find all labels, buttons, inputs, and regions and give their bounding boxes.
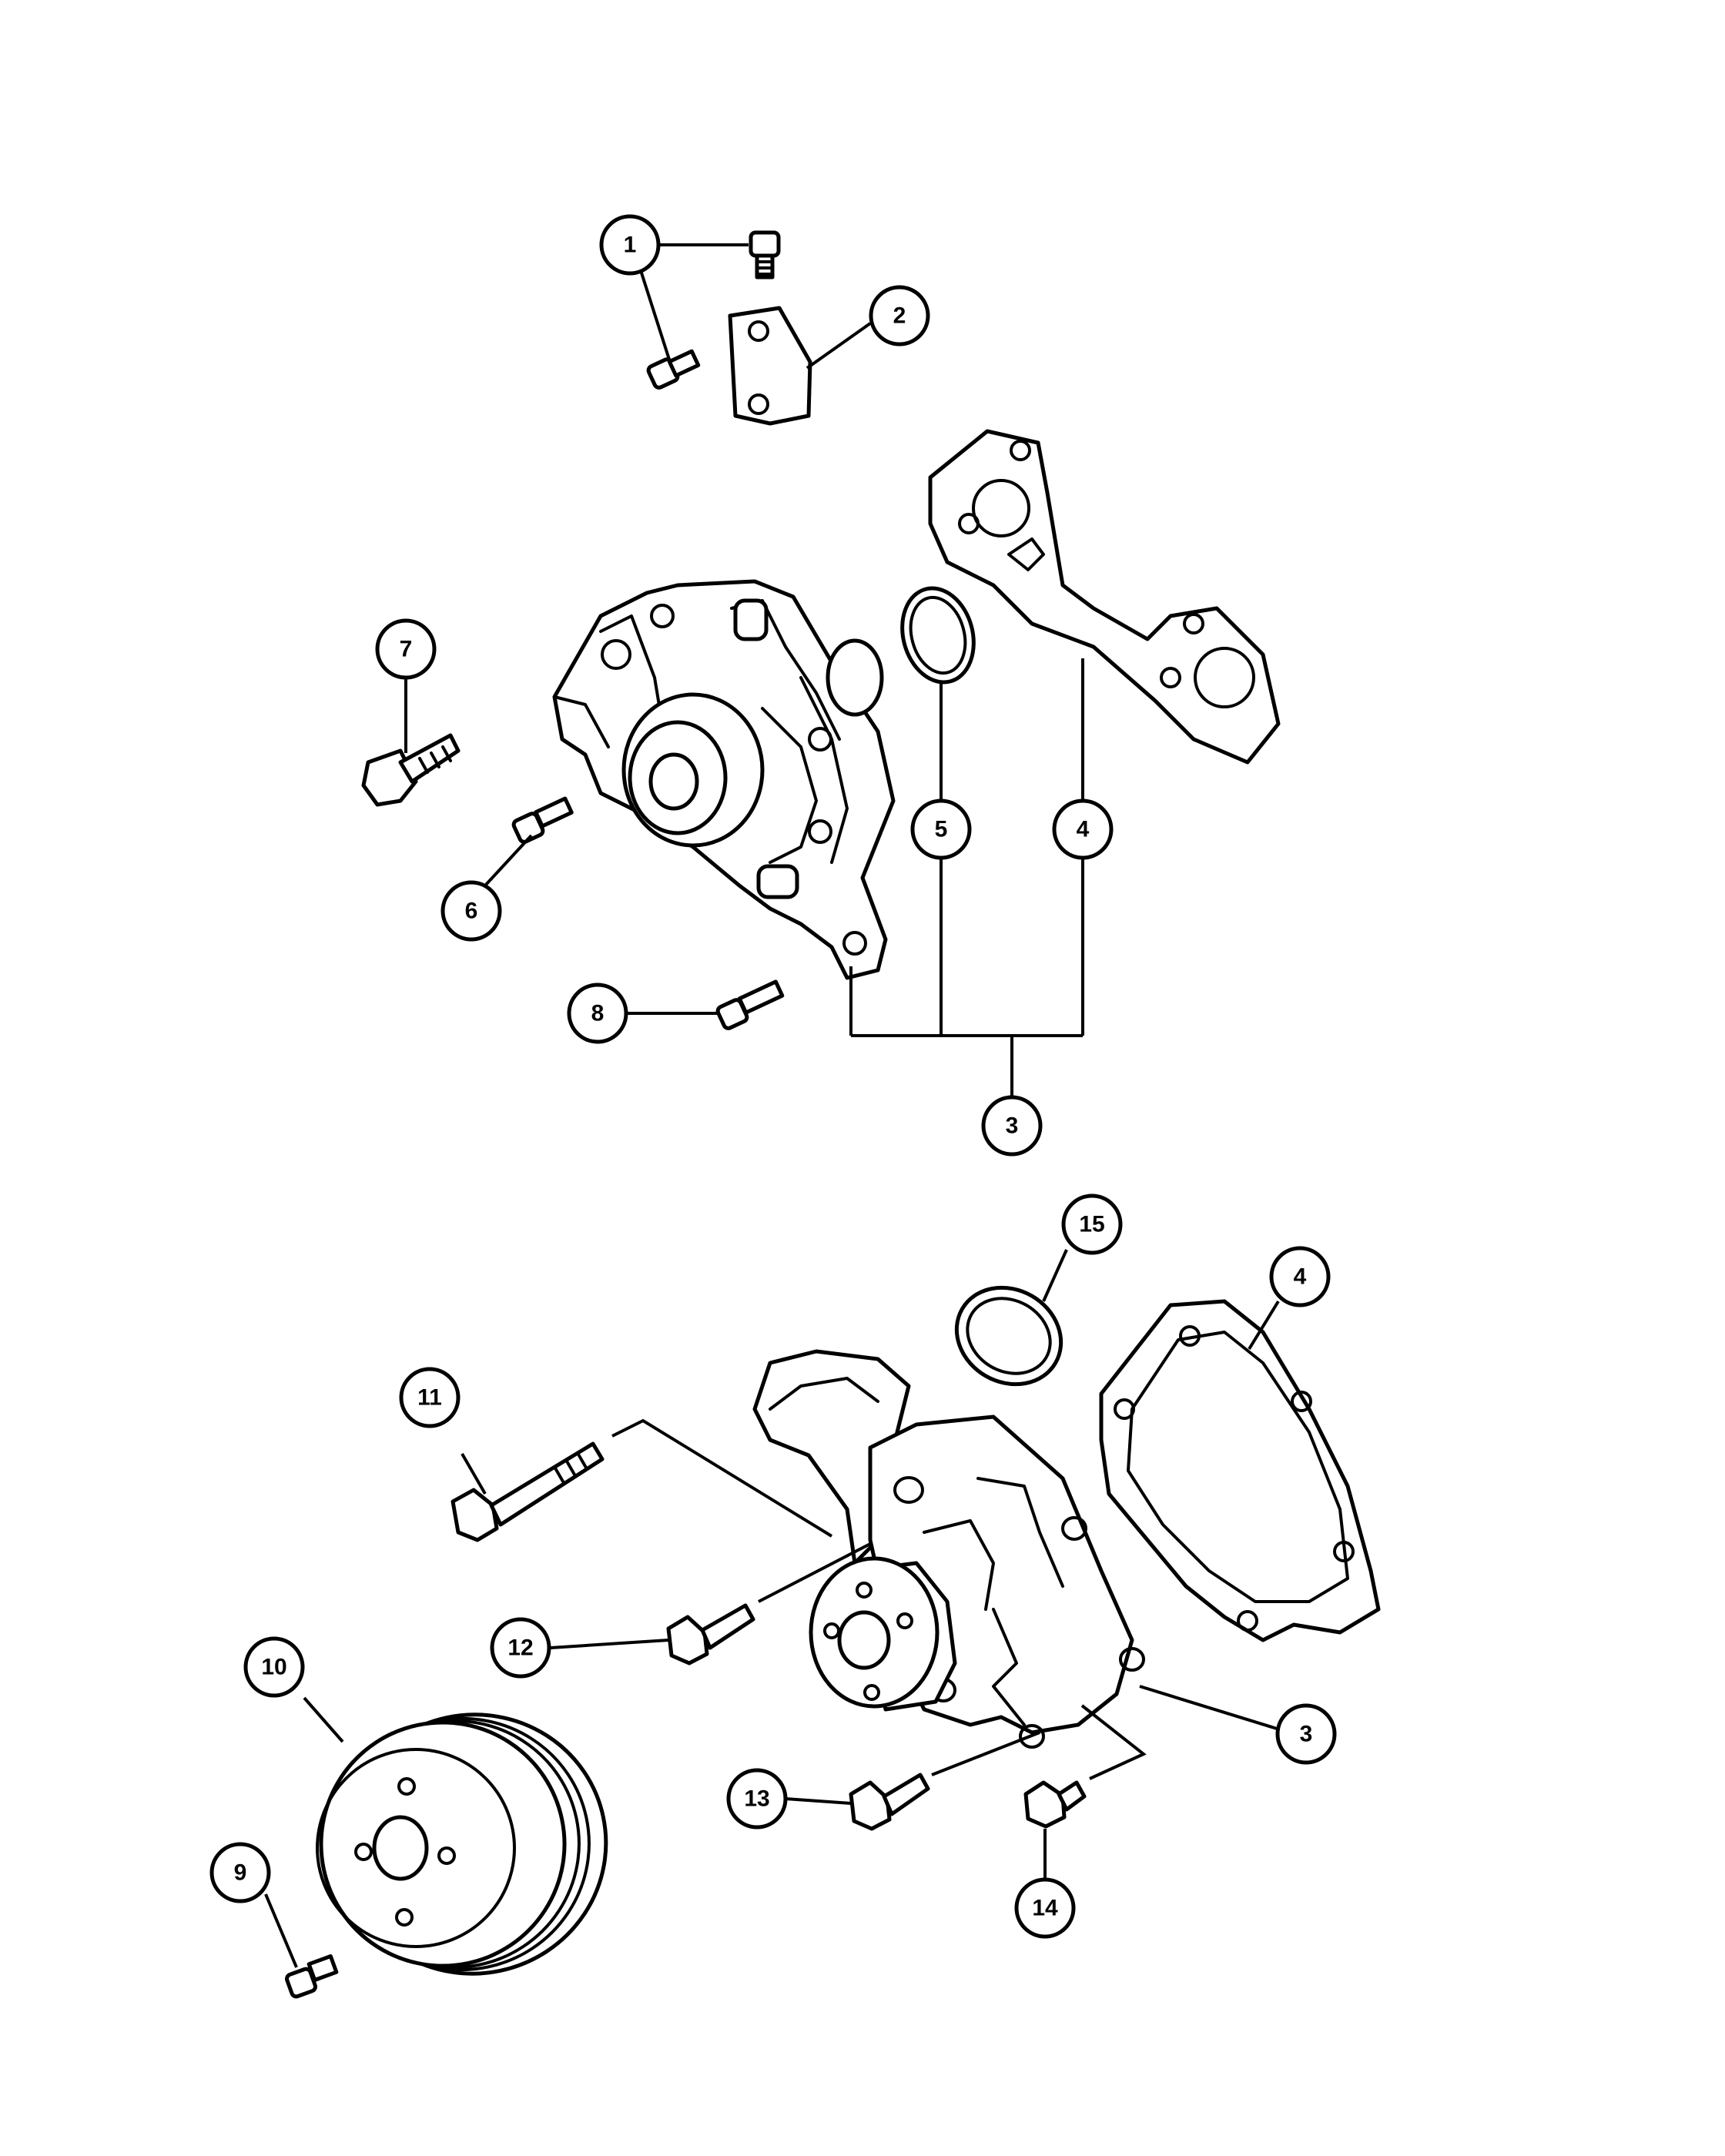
bracket-2 (728, 306, 812, 426)
bolt-8 (715, 979, 785, 1030)
callout-14: 14 (1014, 1877, 1076, 1939)
callout-3-upper: 3 (981, 1095, 1043, 1157)
bolt-12 (666, 1603, 755, 1666)
callout-2: 2 (869, 285, 930, 346)
svg-text:10: 10 (261, 1655, 286, 1680)
svg-text:5: 5 (935, 817, 948, 842)
svg-text:4: 4 (1294, 1264, 1307, 1290)
bolt-1-upper (749, 230, 781, 280)
water-pump-3-lower-hub (809, 1556, 957, 1712)
svg-text:11: 11 (417, 1385, 442, 1411)
svg-text:7: 7 (400, 637, 413, 662)
callout-10: 10 (243, 1636, 305, 1698)
bolt-13 (849, 1773, 930, 1831)
callout-11: 11 (399, 1367, 461, 1428)
svg-text:3: 3 (1300, 1722, 1313, 1747)
o-ring-5 (900, 586, 976, 685)
bolt-1-lower (646, 349, 701, 390)
callout-8: 8 (567, 983, 628, 1044)
svg-text:8: 8 (591, 1001, 605, 1026)
svg-text:12: 12 (507, 1635, 533, 1661)
leader-lines (264, 243, 1280, 1968)
callout-5: 5 (910, 798, 972, 860)
svg-text:13: 13 (744, 1786, 769, 1812)
callout-1: 1 (599, 214, 661, 276)
callout-9: 9 (209, 1842, 271, 1903)
bolt-11 (451, 1441, 605, 1542)
callout-12: 12 (490, 1617, 551, 1679)
svg-text:15: 15 (1079, 1212, 1104, 1237)
callout-13: 13 (726, 1768, 788, 1830)
pulley-10 (316, 1712, 608, 1976)
gasket-4-upper (928, 429, 1281, 765)
water-pump-3-upper-hub (621, 692, 765, 848)
bolt-6 (511, 796, 574, 844)
water-pump-3-lower (752, 1349, 1145, 1749)
bolt-7 (361, 733, 461, 807)
bolt-14 (1023, 1780, 1087, 1829)
svg-text:1: 1 (624, 233, 637, 258)
svg-text:3: 3 (1006, 1113, 1019, 1139)
bolt-9 (285, 1954, 339, 1999)
callout-3-lower: 3 (1275, 1703, 1337, 1765)
callout-15: 15 (1061, 1194, 1123, 1255)
callout-7: 7 (375, 618, 437, 680)
gasket-4-lower (1099, 1299, 1381, 1642)
callout-4-lower: 4 (1269, 1246, 1331, 1307)
callout-6: 6 (440, 880, 502, 942)
svg-text:4: 4 (1077, 817, 1090, 842)
svg-text:9: 9 (234, 1860, 247, 1886)
svg-text:6: 6 (465, 899, 478, 924)
o-ring-15 (954, 1285, 1063, 1387)
svg-text:2: 2 (893, 303, 906, 329)
callout-4-upper: 4 (1052, 798, 1114, 860)
svg-text:14: 14 (1032, 1896, 1058, 1921)
